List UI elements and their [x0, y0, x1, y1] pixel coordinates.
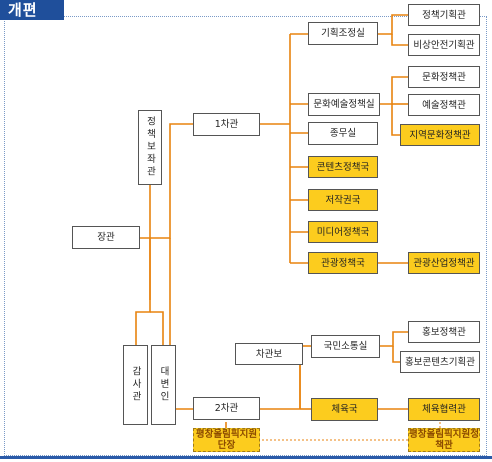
pr-content-label: 홍보콘텐츠기획관 — [405, 356, 475, 368]
vice2-box: 2차관 — [193, 397, 260, 420]
emergency-planning-label: 비상안전기획관 — [413, 39, 475, 51]
planning-box: 기획조정실 — [308, 22, 378, 45]
tourism-policy-box: 관광정책국 — [308, 252, 378, 274]
culture-arts-box: 문화예술정책실 — [308, 93, 380, 116]
regional-culture-label: 지역문화정책관 — [409, 129, 471, 141]
spokesperson-label: 대변인 — [158, 366, 169, 404]
trunk-minister — [140, 195, 151, 300]
sports-cooperation-label: 체육협력관 — [422, 404, 466, 415]
policy-advisor-label: 정책보좌관 — [144, 116, 156, 179]
pr-policy-label: 홍보정책관 — [422, 326, 466, 338]
pyeongchang-policy-label: 평창올림픽지원정책관 — [409, 429, 479, 451]
general-affairs-label: 종무실 — [329, 128, 357, 139]
emergency-planning-box: 비상안전기획관 — [408, 34, 480, 56]
culture-policy-officer-label: 문화정책관 — [422, 71, 466, 83]
vice-assistant-label: 차관보 — [255, 348, 283, 360]
link-vice1 — [150, 123, 193, 239]
chart-frame — [4, 16, 487, 456]
sports-box: 체육국 — [311, 398, 378, 421]
vice1-label: 1차관 — [214, 119, 239, 130]
content-policy-label: 콘텐츠정책국 — [316, 161, 370, 173]
bottom-rule — [0, 456, 492, 459]
auditor-box: 감사관 — [123, 345, 148, 425]
culture-policy-officer-box: 문화정책관 — [408, 66, 480, 88]
arts-policy-officer-label: 예술정책관 — [422, 99, 466, 111]
planning-label: 기획조정실 — [321, 28, 365, 39]
pr-policy-box: 홍보정책관 — [408, 321, 480, 343]
sports-label: 체육국 — [331, 404, 358, 415]
policy-planning-officer-box: 정책기획관 — [408, 4, 480, 26]
communication-label: 국민소통실 — [323, 341, 368, 352]
tourism-industry-box: 관광산업정책관 — [408, 252, 480, 274]
vice-assistant-box: 차관보 — [235, 343, 303, 365]
content-policy-box: 콘텐츠정책국 — [308, 156, 378, 178]
arts-policy-officer-box: 예술정책관 — [408, 94, 480, 116]
media-policy-box: 미디어정책국 — [308, 221, 378, 243]
pyeongchang-team-label: 평창올림픽지원단장 — [195, 429, 258, 451]
pyeongchang-policy-box: 평창올림픽지원정책관 — [408, 428, 480, 452]
copyright-label: 저작권국 — [325, 194, 361, 206]
vice2-label: 2차관 — [214, 403, 239, 414]
media-policy-label: 미디어정책국 — [316, 226, 370, 238]
regional-culture-box: 지역문화정책관 — [400, 124, 480, 146]
header-bar: 개편 — [0, 0, 64, 20]
tourism-industry-label: 관광산업정책관 — [413, 257, 475, 269]
tourism-policy-label: 관광정책국 — [321, 257, 365, 269]
pr-content-box: 홍보콘텐츠기획관 — [400, 351, 480, 373]
copyright-box: 저작권국 — [308, 189, 378, 211]
pyeongchang-team-box: 평창올림픽지원단장 — [193, 428, 260, 452]
vice1-box: 1차관 — [193, 113, 260, 136]
header-title: 개편 — [8, 1, 38, 19]
minister-box: 장관 — [72, 226, 140, 249]
auditor-label: 감사관 — [130, 366, 141, 404]
minister-label: 장관 — [97, 232, 115, 243]
culture-arts-label: 문화예술정책실 — [313, 99, 375, 110]
sports-cooperation-box: 체육협력관 — [408, 398, 480, 421]
general-affairs-box: 종무실 — [308, 122, 378, 145]
policy-planning-officer-label: 정책기획관 — [422, 9, 466, 21]
policy-advisor-box: 정책보좌관 — [138, 110, 162, 185]
communication-box: 국민소통실 — [311, 335, 380, 358]
spokesperson-box: 대변인 — [151, 345, 176, 425]
